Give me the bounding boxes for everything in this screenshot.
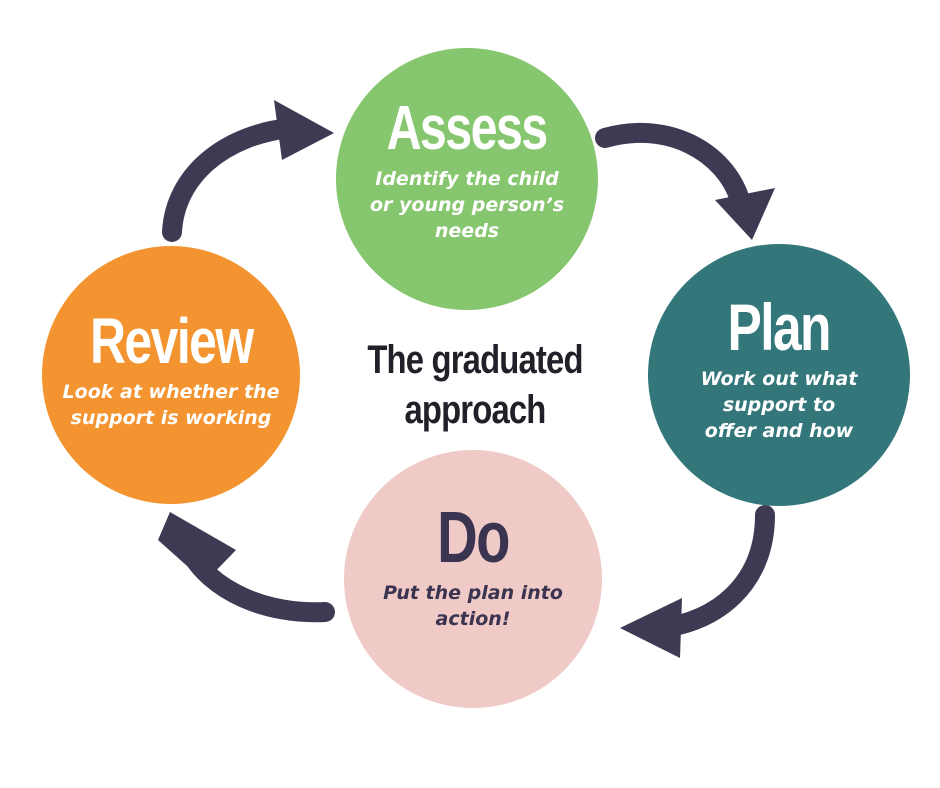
assess-description: Identify the child or young person’s nee… [369, 168, 565, 242]
arrow-review-to-assess [162, 100, 334, 242]
do-title: Do [437, 498, 510, 578]
arrow-plan-to-do [620, 505, 775, 658]
assess-circle: Assess Identify the child or young perso… [336, 48, 598, 310]
plan-circle: Plan Work out what support to offer and … [648, 244, 910, 506]
arrow-assess-to-plan [595, 122, 775, 240]
review-circle: Review Look at whether the support is wo… [42, 246, 300, 504]
do-circle: Do Put the plan into action! [344, 450, 602, 708]
center-title: The graduated approach [367, 338, 583, 432]
do-description: Put the plan into action! [383, 582, 563, 630]
review-description: Look at whether the support is working [62, 381, 280, 429]
plan-description: Work out what support to offer and how [700, 368, 858, 442]
plan-title: Plan [727, 290, 832, 364]
arrow-do-to-review [158, 512, 335, 623]
review-title: Review [89, 305, 254, 377]
assess-title: Assess [386, 94, 549, 163]
